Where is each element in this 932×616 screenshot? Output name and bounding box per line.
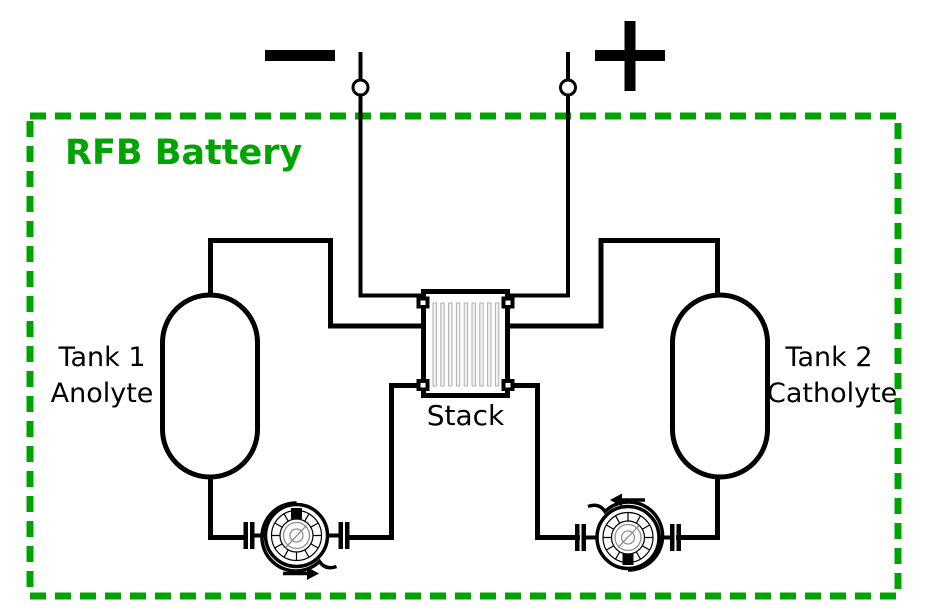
tank2-label-line2: Catholyte (767, 378, 898, 409)
tank2-label-line1: Tank 2 (785, 342, 873, 373)
tank2-vessel (670, 292, 770, 480)
pump2-flow-arrow-left-icon (610, 493, 645, 507)
pump1-volute (260, 501, 338, 573)
piping (208, 238, 720, 540)
positive-terminal-node (559, 78, 577, 97)
tank1-label-line1: Tank 1 (58, 342, 146, 373)
pipe-stack-to-tank2-top (507, 238, 720, 329)
positive-wire (507, 95, 570, 298)
pipe-tank1-top-to-stack (208, 238, 424, 329)
pump2-symbol (575, 500, 681, 572)
stack-port-top-left (416, 296, 430, 309)
battery-boundary-box (26, 112, 902, 600)
plus-icon-vertical (624, 21, 636, 91)
stack-symbol (416, 289, 515, 398)
tank1-label: Tank 1 Anolyte (40, 340, 164, 412)
pipe-stack-to-pump2 (511, 383, 580, 540)
minus-icon (265, 50, 335, 61)
negative-terminal-node (351, 78, 370, 97)
stack-cells (432, 302, 500, 387)
stack-port-bottom-right (501, 379, 515, 391)
negative-terminal (265, 50, 424, 298)
pipe-tank2-bottom-to-pump2 (676, 475, 720, 540)
stack-port-bottom-left (416, 379, 430, 391)
diagram-title: RFB Battery (65, 133, 303, 173)
pump1-symbol (243, 501, 350, 573)
pump2-key-block (622, 554, 634, 565)
pipe-pump1-to-stack (346, 383, 420, 540)
stack-port-top-right (501, 296, 515, 309)
pump1-key-block (291, 508, 302, 519)
pipe-tank1-bottom-to-pump1 (208, 475, 246, 540)
pump2-flanges (575, 524, 681, 551)
pump1-flanges (243, 522, 350, 549)
stack-label: Stack (426, 399, 505, 432)
tank1-vessel (160, 292, 260, 480)
pump2-volute (587, 500, 665, 572)
tank2-label: Tank 2 Catholyte (767, 340, 898, 412)
positive-terminal (507, 21, 665, 298)
pump1-flow-arrow-right-icon (283, 567, 319, 580)
negative-wire (358, 95, 424, 298)
tank1-label-line2: Anolyte (50, 378, 154, 409)
